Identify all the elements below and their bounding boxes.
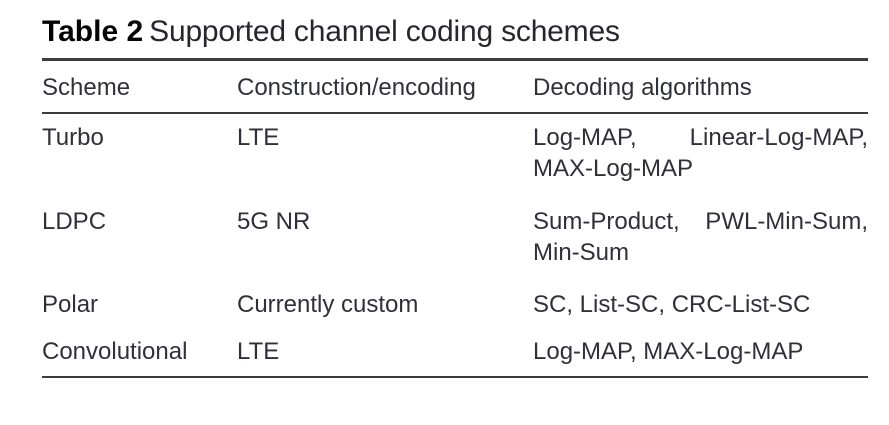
table-caption-text: Supported channel coding schemes (149, 15, 620, 48)
cell-construction: Currently custom (237, 291, 419, 318)
cell-decoding: Log-MAP, Linear-Log-MAP, MAX-Log-MAP (533, 124, 868, 182)
cell-decoding: SC, List-SC, CRC-List-SC (533, 291, 811, 318)
cell-scheme: LDPC (42, 208, 107, 235)
column-header-scheme: Scheme (42, 59, 237, 114)
table-row-polar: Polar Currently custom SC, List-SC, CRC-… (42, 282, 868, 329)
channel-coding-table: Scheme Construction/encoding Decoding al… (42, 58, 868, 378)
cell-construction: LTE (237, 124, 280, 151)
header-row: Scheme Construction/encoding Decoding al… (42, 59, 868, 114)
table-row-turbo: Turbo LTE Log-MAP, Linear-Log-MAP, MAX-L… (42, 113, 868, 198)
cell-scheme: Convolutional (42, 338, 188, 365)
table-caption-label: Table 2 (42, 15, 144, 48)
cell-scheme: Turbo (42, 124, 104, 151)
column-header-construction: Construction/encoding (237, 59, 533, 114)
table-row-convolutional: Convolutional LTE Log-MAP, MAX-Log-MAP (42, 329, 868, 377)
table-row-ldpc: LDPC 5G NR Sum-Product, PWL-Min-Sum, Min… (42, 198, 868, 282)
cell-decoding: Log-MAP, MAX-Log-MAP (533, 338, 804, 365)
column-header-decoding: Decoding algorithms (533, 59, 868, 114)
cell-construction: 5G NR (237, 208, 311, 235)
cell-construction: LTE (237, 338, 280, 365)
cell-scheme: Polar (42, 291, 99, 318)
cell-decoding: Sum-Product, PWL-Min-Sum, Min-Sum (533, 208, 868, 266)
